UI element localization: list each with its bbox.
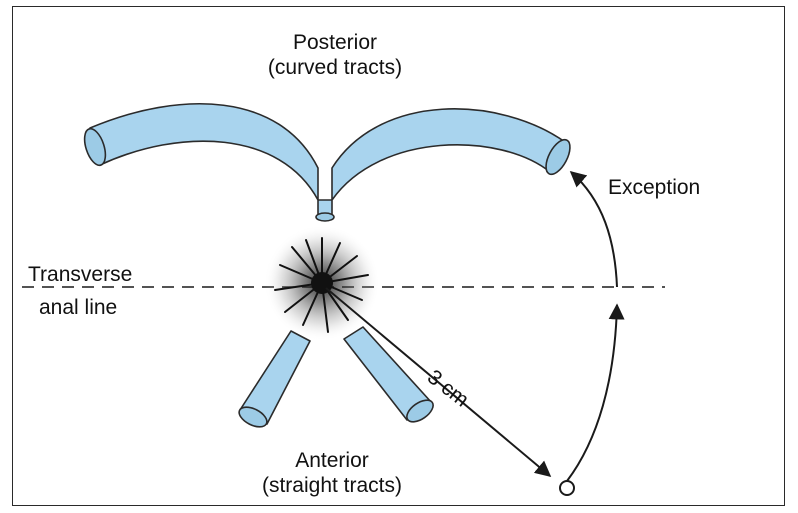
anterior-left-tract [236, 331, 310, 431]
transverse-label-line1: Transverse [28, 262, 132, 287]
anterior-label-line1: Anterior [232, 448, 432, 473]
external-opening-circle [560, 481, 574, 495]
posterior-label-line1: Posterior [235, 30, 435, 55]
anus-center [264, 225, 380, 341]
posterior-curved-tracts [90, 104, 565, 215]
posterior-label-line2: (curved tracts) [235, 55, 435, 80]
transverse-label-line2: anal line [28, 295, 132, 320]
posterior-center-opening [316, 213, 334, 221]
exception-arrow-lower [567, 305, 617, 481]
posterior-label: Posterior (curved tracts) [235, 30, 435, 80]
transverse-label: Transverse anal line [28, 262, 132, 320]
anterior-label-line2: (straight tracts) [232, 473, 432, 498]
anterior-label: Anterior (straight tracts) [232, 448, 432, 498]
exception-label: Exception [608, 175, 700, 200]
